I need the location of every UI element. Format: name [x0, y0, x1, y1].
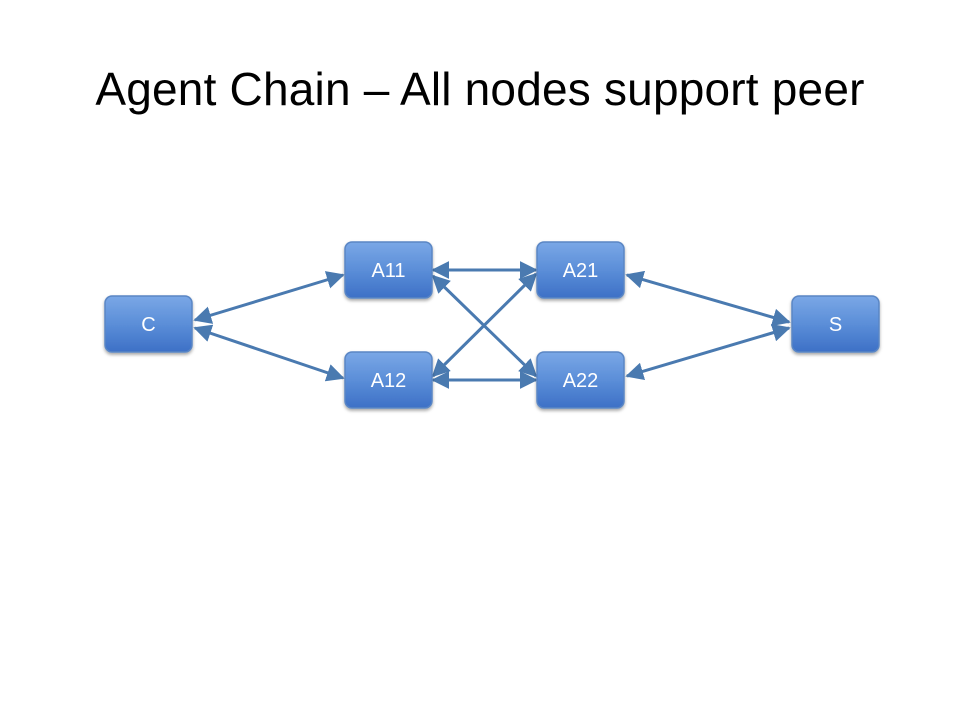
edges [193, 261, 791, 389]
node-a21 [536, 241, 625, 299]
node-a12 [344, 351, 433, 409]
node-s [791, 295, 880, 353]
edge-a21-s [625, 270, 791, 327]
node-a21-label: A21 [563, 260, 599, 282]
edge-c-a11 [193, 271, 345, 324]
node-a11 [344, 241, 433, 299]
node-a12-label: A12 [371, 370, 407, 392]
page-title: Agent Chain – All nodes support peer [95, 63, 865, 115]
node-a11-label: A11 [371, 260, 405, 282]
edge-a22-s [625, 323, 791, 381]
edge-a12-a21 [431, 272, 538, 378]
edge-c-a12 [193, 324, 345, 382]
node-a22 [536, 351, 625, 409]
node-c [104, 295, 193, 353]
node-c-label: C [141, 314, 155, 336]
node-a22-label: A22 [563, 370, 599, 392]
node-s-label: S [829, 314, 842, 336]
